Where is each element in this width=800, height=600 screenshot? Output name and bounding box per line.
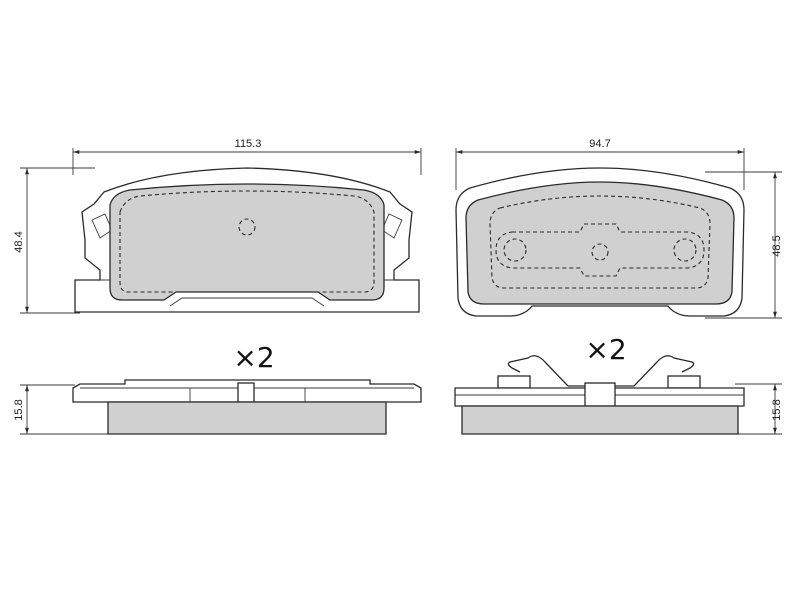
left-center-hole-icon [238,218,256,236]
right-pad-height-label: 48.5 [771,235,783,256]
left-friction-material [109,183,385,301]
right-friction-material [465,181,735,305]
right-pad-thickness-label: 15.8 [771,399,783,420]
right-center-hole-icon [591,243,609,261]
right-pad-side-view: 15.8 [454,355,783,435]
right-pad-quantity-label: ×2 [585,333,626,366]
left-pad-width-label: 115.3 [235,138,262,150]
right-pad-width-label: 94.7 [589,138,610,150]
left-pad-thickness-label: 15.8 [13,399,25,420]
right-pad-front-view: 94.7 48.5 [455,138,783,319]
left-pad-height-label: 48.4 [13,231,25,252]
left-pad-side-view: 15.8 [13,379,422,435]
left-pad-front-view: 115.3 48.4 [13,138,422,314]
left-pad-quantity-label: ×2 [233,341,274,374]
